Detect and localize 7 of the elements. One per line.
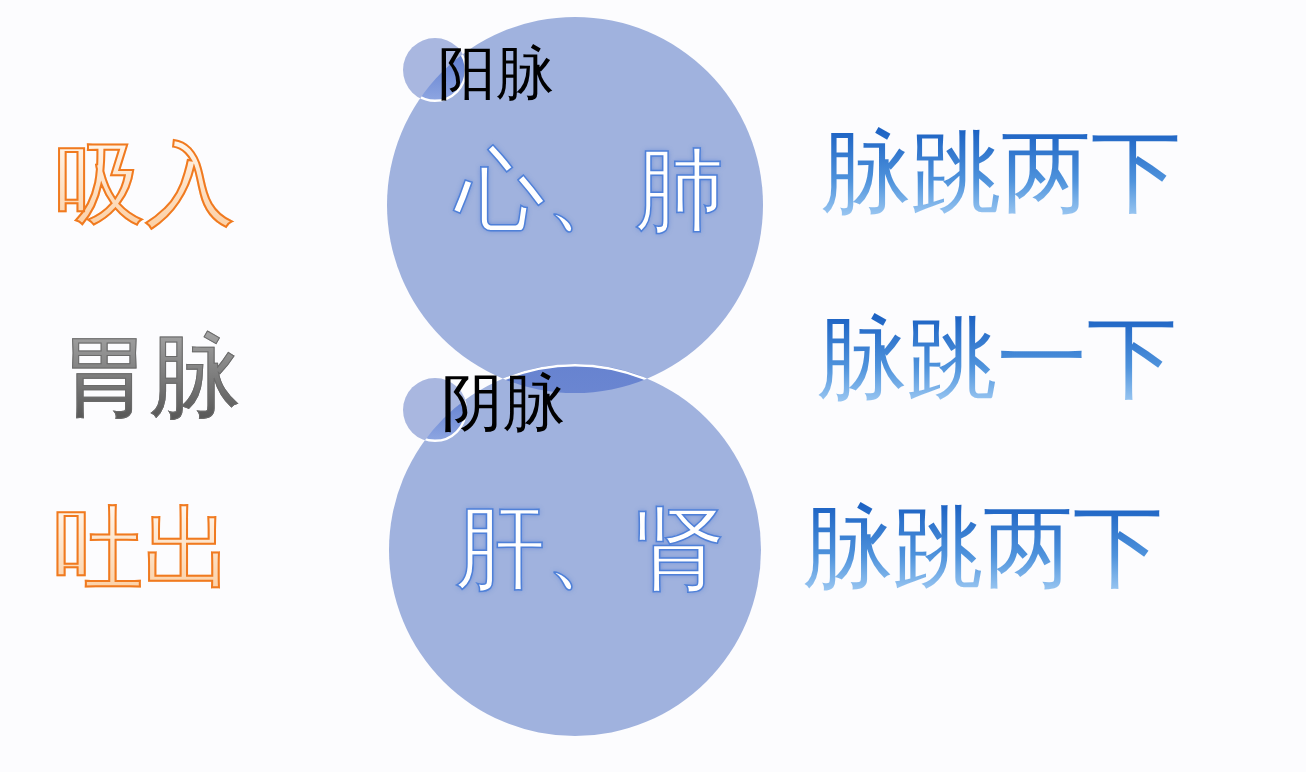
circle-heading: 阴脉 bbox=[441, 372, 565, 434]
pulse-count-label: 脉跳一下 bbox=[817, 313, 1177, 403]
pulse-count-label: 脉跳两下 bbox=[803, 502, 1163, 592]
circle-heading: 阳脉 bbox=[438, 44, 554, 102]
pulse-count-label: 脉跳两下 bbox=[821, 127, 1181, 217]
circle-text: 肝、肾 bbox=[455, 503, 725, 593]
circle-text: 心、肺 bbox=[455, 145, 725, 235]
